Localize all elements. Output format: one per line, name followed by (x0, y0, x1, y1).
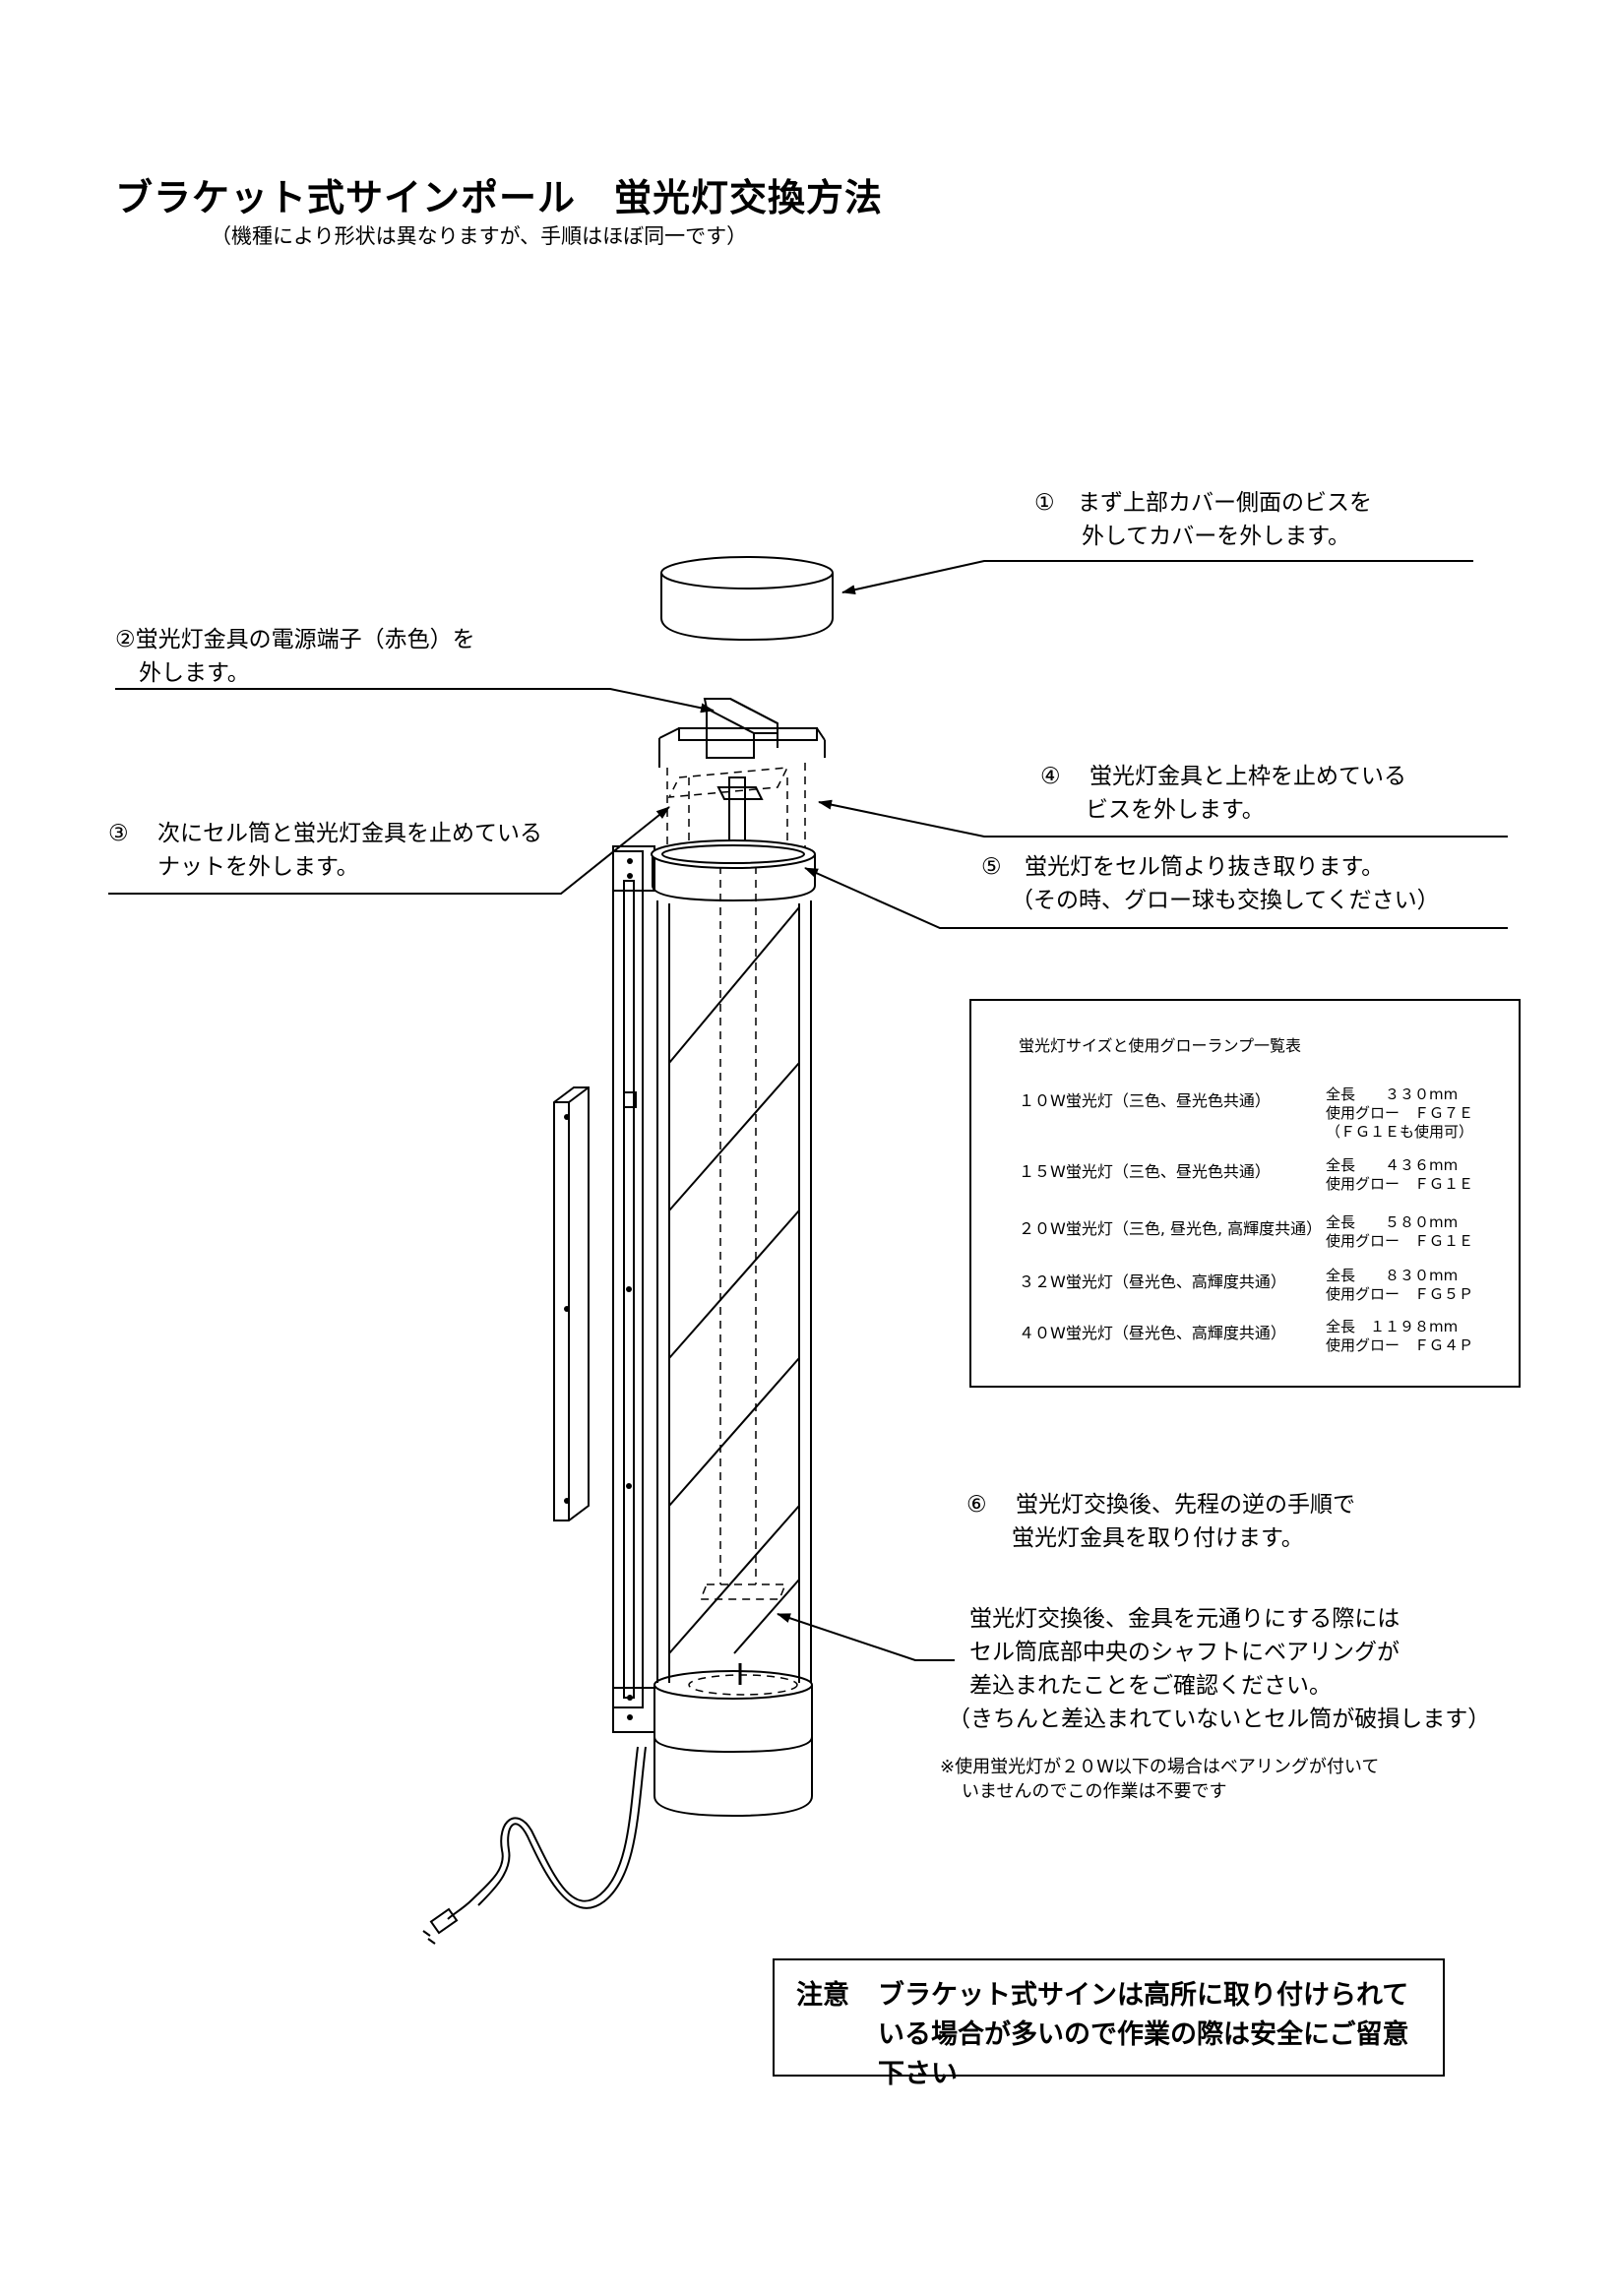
table-row-2-lamp: １５W蛍光灯（三色、昼光色共通） (1019, 1162, 1271, 1181)
table-row-4-spec: 全長 ８３０mm 使用グロー ＦＧ５Ｐ (1326, 1267, 1473, 1304)
table-title: 蛍光灯サイズと使用グローランプ一覧表 (1019, 1036, 1302, 1055)
caution-text: ブラケット式サインは高所に取り付けられて いる場合が多いので作業の際は安全にご留… (878, 1976, 1408, 2094)
bearing-foot1: ※使用蛍光灯が２０W以下の場合はベアリングが付いて (940, 1757, 1380, 1777)
step-5: ⑤ 蛍光灯をセル筒より抜き取ります。 （その時、グロー球も交換してください） (981, 850, 1440, 917)
table-row-2-spec: 全長 ４３６mm 使用グロー ＦＧ１Ｅ (1326, 1156, 1473, 1194)
table-row-5-glow: 使用グロー ＦＧ４Ｐ (1326, 1336, 1474, 1354)
lamp-fitting (658, 698, 826, 857)
step-2-line1: ②蛍光灯金具の電源端子（赤色）を (115, 627, 475, 652)
table-row-3-glow: 使用グロー ＦＧ１Ｅ (1326, 1232, 1474, 1250)
step-1-line2: 外してカバーを外します。 (1082, 524, 1351, 549)
caution-label: 注意 (796, 1980, 849, 2011)
step-4: ④ 蛍光灯金具と上枠を止めている ビスを外します。 (1040, 760, 1406, 827)
table-row-4-lamp: ３２W蛍光灯（昼光色、高輝度共通） (1019, 1272, 1286, 1291)
table-row-5-length: 全長 １１９８mm (1326, 1318, 1459, 1335)
step-3-line2: ナットを外します。 (157, 854, 359, 880)
table-row-3-length: 全長 ５８０mm (1326, 1213, 1459, 1231)
step-5-line2: （その時、グロー球も交換してください） (1011, 888, 1440, 913)
bearing-line4: （きちんと差込まれていないとセル筒が破損します） (948, 1706, 1491, 1732)
table-row-1-glow: 使用グロー ＦＧ７Ｅ (1326, 1104, 1474, 1122)
lamp-size-table: 蛍光灯サイズと使用グローランプ一覧表 １０W蛍光灯（三色、昼光色共通） 全長 ３… (969, 999, 1521, 1388)
wall-plate (553, 1086, 590, 1521)
step-1-line1: まず上部カバー側面のビスを (1077, 490, 1372, 516)
pole-bottom-base (653, 1670, 813, 1818)
step-1: ① まず上部カバー側面のビスを 外してカバーを外します。 (1034, 486, 1372, 553)
bearing-footnote: ※使用蛍光灯が２０W以下の場合はベアリングが付いて いませんのでこの作業は不要で… (940, 1755, 1379, 1804)
alignment-lines (666, 763, 806, 1696)
power-cord (422, 1746, 647, 1945)
step-3-number: ③ (108, 821, 129, 846)
bearing-foot2: いませんのでこの作業は不要です (962, 1781, 1227, 1802)
bearing-line3: 差込まれたことをご確認ください。 (969, 1673, 1332, 1699)
step-5-number: ⑤ (981, 854, 1002, 880)
top-cover (660, 556, 834, 642)
table-row-4-glow: 使用グロー ＦＧ５Ｐ (1326, 1285, 1474, 1303)
step-6-line2: 蛍光灯金具を取り付けます。 (1012, 1525, 1304, 1551)
page-title: ブラケット式サインポール 蛍光灯交換方法 (115, 176, 884, 219)
caution-box: 注意 ブラケット式サインは高所に取り付けられて いる場合が多いので作業の際は安全… (773, 1958, 1445, 2089)
step-6-number: ⑥ (966, 1492, 987, 1518)
step-4-line1: 蛍光灯金具と上枠を止めている (1089, 764, 1406, 789)
table-row-3-lamp: ２０W蛍光灯（三色, 昼光色, 高輝度共通） (1019, 1219, 1323, 1238)
step-3: ③ 次にセル筒と蛍光灯金具を止めている ナットを外します。 (108, 817, 542, 884)
wall-bracket (612, 845, 655, 1733)
bearing-line2: セル筒底部中央のシャフトにベアリングが (969, 1640, 1400, 1665)
table-row-1-extra: （ＦＧ１Ｅも使用可） (1326, 1123, 1474, 1141)
leader-lines (108, 560, 1508, 1661)
bearing-note: 蛍光灯交換後、金具を元通りにする際には セル筒底部中央のシャフトにベアリングが … (948, 1602, 1490, 1736)
pole-stripes (668, 906, 800, 1654)
table-row-1-lamp: １０W蛍光灯（三色、昼光色共通） (1019, 1091, 1271, 1110)
step-6: ⑥ 蛍光灯交換後、先程の逆の手順で 蛍光灯金具を取り付けます。 (966, 1488, 1355, 1555)
table-row-4-length: 全長 ８３０mm (1326, 1267, 1459, 1284)
table-row-5-spec: 全長 １１９８mm 使用グロー ＦＧ４Ｐ (1326, 1318, 1473, 1355)
caution-line2: いる場合が多いので作業の際は安全にご留意 (878, 2019, 1409, 2050)
table-row-3-spec: 全長 ５８０mm 使用グロー ＦＧ１Ｅ (1326, 1213, 1473, 1251)
caution-line3: 下さい (878, 2059, 958, 2089)
step-4-number: ④ (1040, 764, 1061, 789)
pole-cylinder (656, 900, 812, 1683)
caution-line1: ブラケット式サインは高所に取り付けられて (878, 1980, 1409, 2011)
table-row-2-length: 全長 ４３６mm (1326, 1156, 1459, 1174)
page-subtitle: （機種により形状は異なりますが、手順はほぼ同一です） (211, 224, 748, 248)
step-3-line1: 次にセル筒と蛍光灯金具を止めている (156, 821, 542, 846)
bearing-line1: 蛍光灯交換後、金具を元通りにする際には (969, 1606, 1400, 1632)
step-4-line2: ビスを外します。 (1086, 797, 1265, 823)
step-6-line1: 蛍光灯交換後、先程の逆の手順で (1015, 1492, 1355, 1518)
step-2-line2: 外します。 (139, 660, 250, 686)
table-row-1-spec: 全長 ３３０mm 使用グロー ＦＧ７Ｅ （ＦＧ１Ｅも使用可） (1326, 1086, 1473, 1142)
table-row-5-lamp: ４０W蛍光灯（昼光色、高輝度共通） (1019, 1324, 1286, 1342)
table-row-2-glow: 使用グロー ＦＧ１Ｅ (1326, 1175, 1474, 1193)
table-row-1-length: 全長 ３３０mm (1326, 1086, 1459, 1103)
pole-top-ring (651, 839, 816, 902)
step-5-line1: 蛍光灯をセル筒より抜き取ります。 (1024, 854, 1385, 880)
step-2: ②蛍光灯金具の電源端子（赤色）を 外します。 (115, 623, 475, 690)
step-1-number: ① (1034, 490, 1055, 516)
